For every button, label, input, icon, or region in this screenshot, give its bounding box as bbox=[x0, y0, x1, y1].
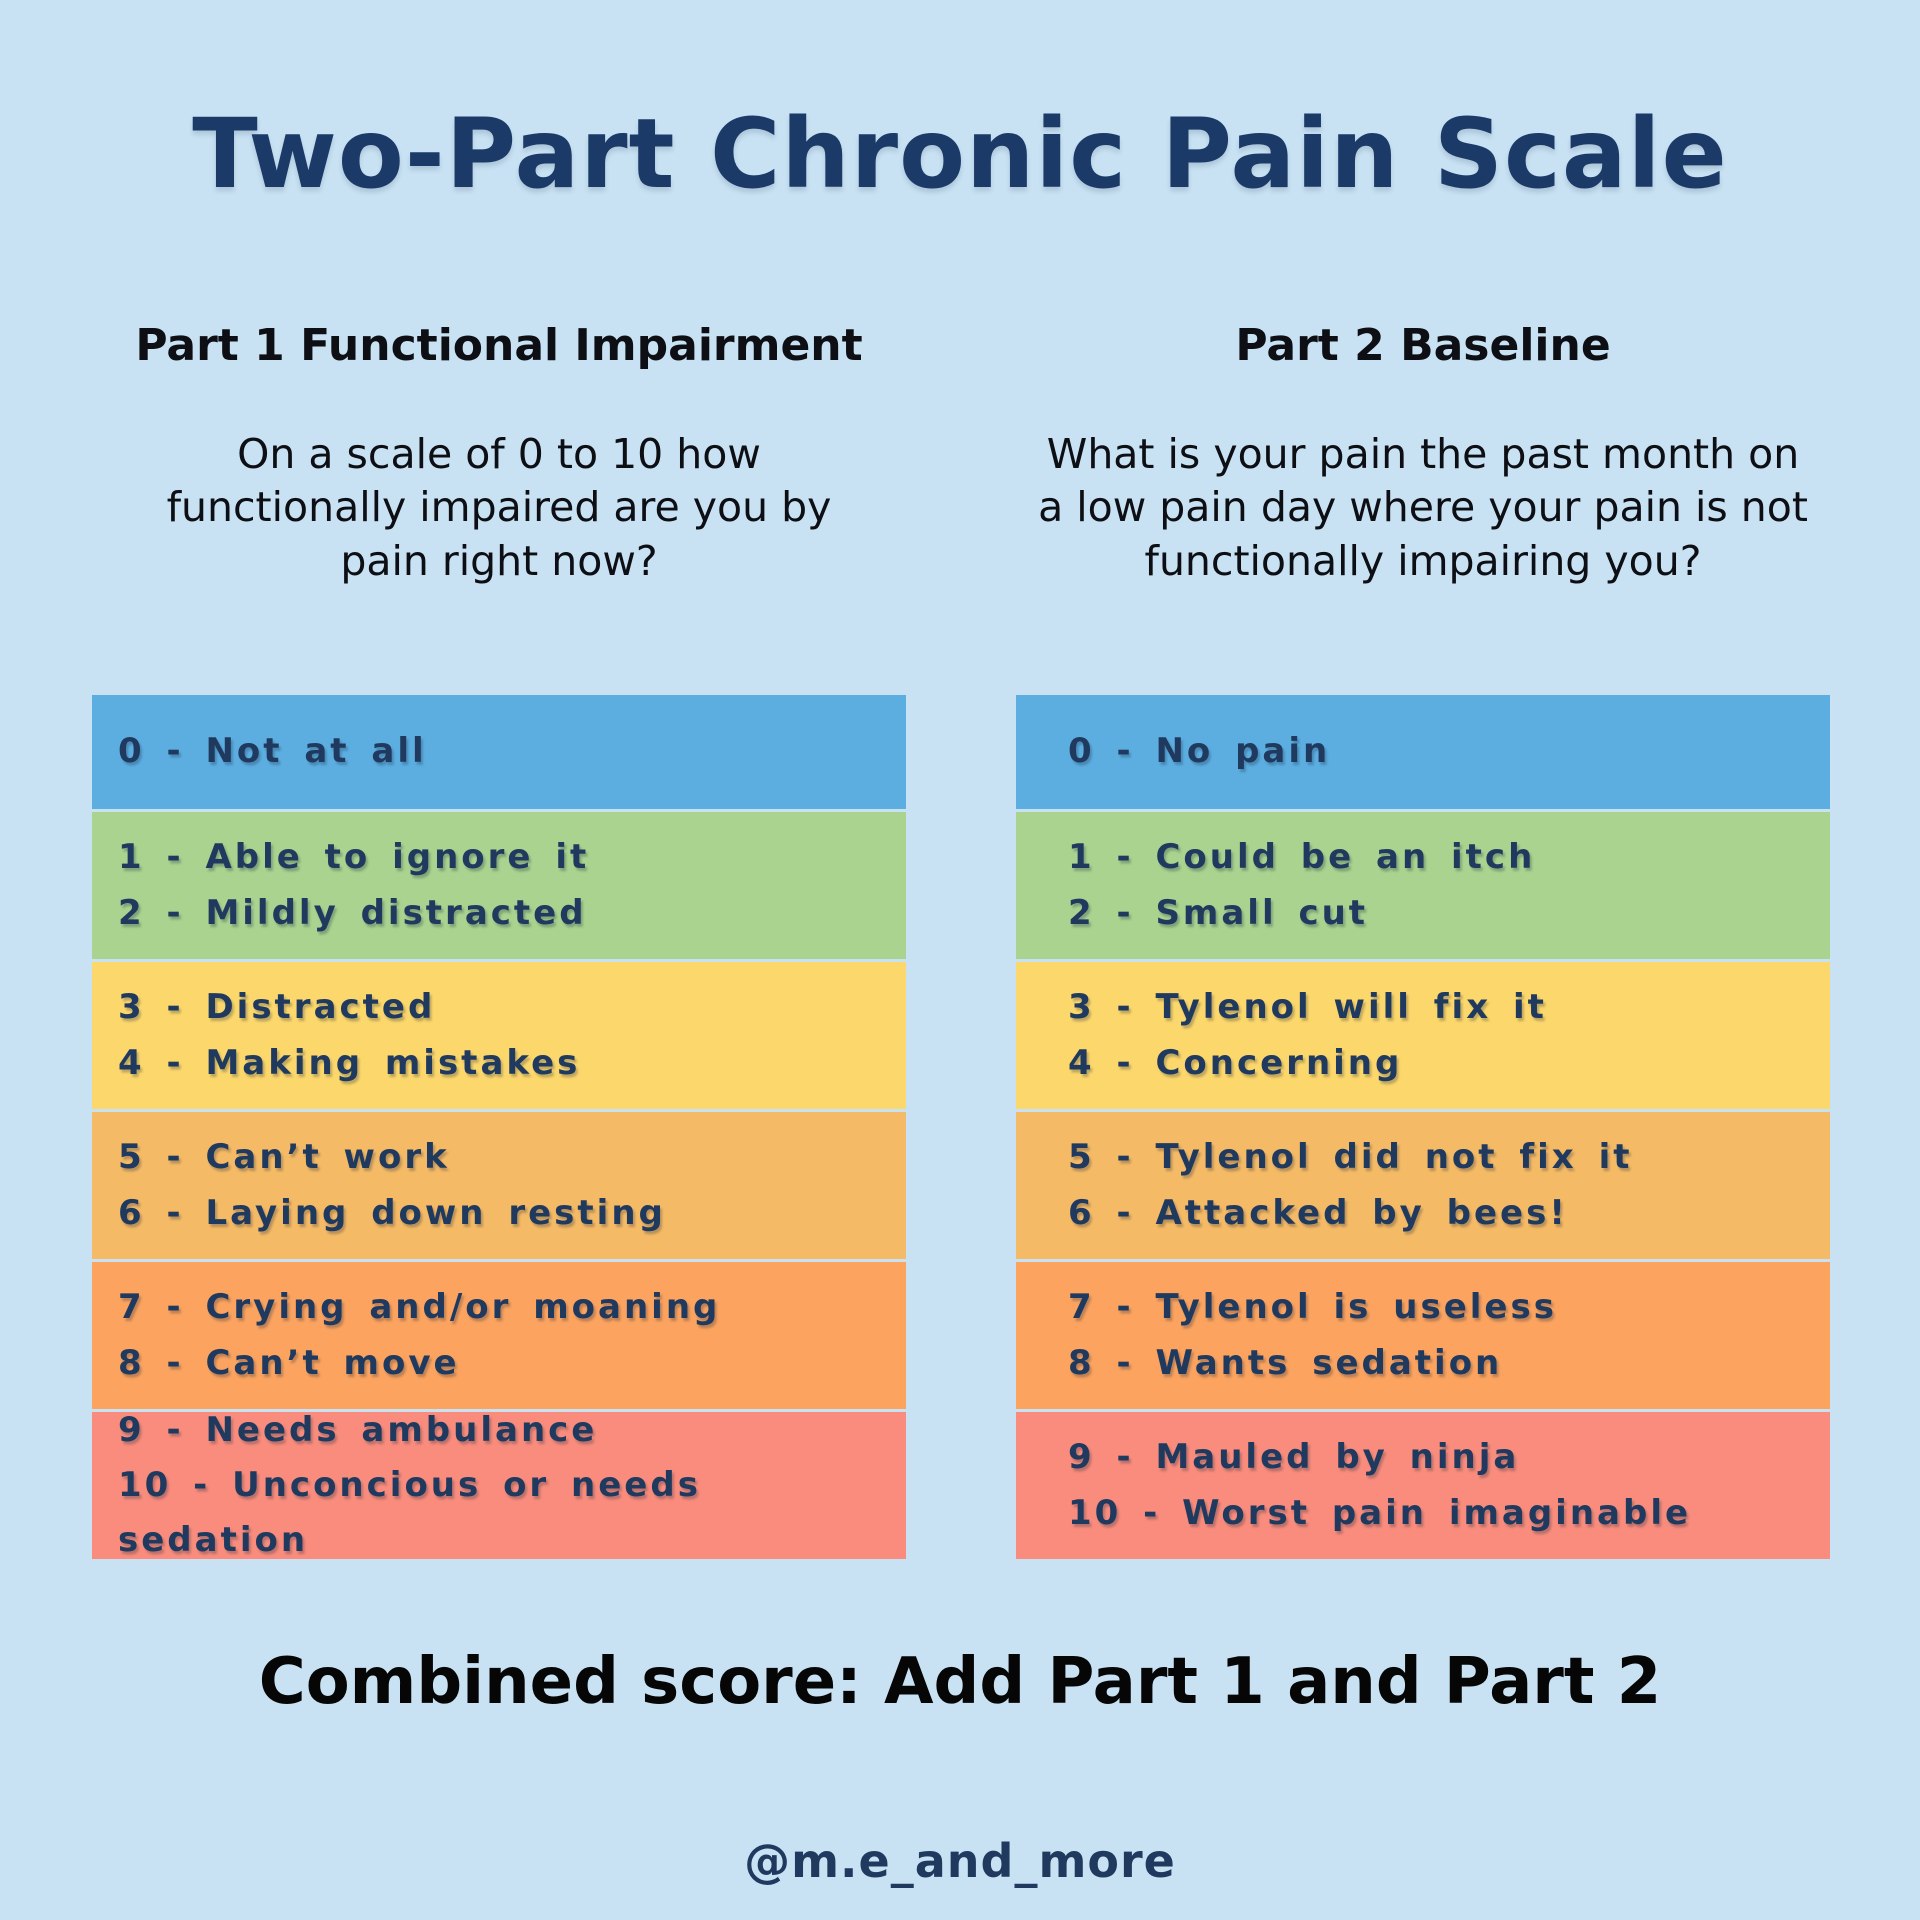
part2-band-3-4: 3 - Tylenol will fix it 4 - Concerning bbox=[1016, 962, 1830, 1109]
part1-band-1-2: 1 - Able to ignore it 2 - Mildly distrac… bbox=[92, 812, 906, 959]
part1-band-1-2-line-2: 2 - Mildly distracted bbox=[118, 892, 587, 933]
part2-band-5-6: 5 - Tylenol did not fix it 6 - Attacked … bbox=[1016, 1112, 1830, 1259]
part2-band-9-10-line-2: 10 - Worst pain imaginable bbox=[1068, 1492, 1692, 1533]
part1-header: Part 1 Functional Impairment bbox=[135, 320, 863, 371]
part1-band-3-4: 3 - Distracted 4 - Making mistakes bbox=[92, 962, 906, 1109]
part1-band-0-line-1: 0 - Not at all bbox=[118, 731, 427, 772]
part1-question: On a scale of 0 to 10 how functionally i… bbox=[166, 430, 832, 585]
part2-band-1-2-line-1: 1 - Could be an itch bbox=[1068, 837, 1536, 878]
part2-band-7-8-line-2: 8 - Wants sedation bbox=[1068, 1342, 1503, 1383]
part2-band-7-8: 7 - Tylenol is useless 8 - Wants sedatio… bbox=[1016, 1262, 1830, 1409]
part1-band-5-6: 5 - Can’t work 6 - Laying down resting bbox=[92, 1112, 906, 1259]
part2-band-5-6-line-2: 6 - Attacked by bees! bbox=[1068, 1192, 1568, 1233]
part2-band-5-6-line-1: 5 - Tylenol did not fix it bbox=[1068, 1137, 1633, 1178]
part1-band-9-10-line-2: 10 - Unconcious or needs sedation bbox=[118, 1464, 701, 1561]
part1-band-0: 0 - Not at all bbox=[92, 695, 906, 809]
page-title: Two-Part Chronic Pain Scale bbox=[192, 98, 1728, 210]
part2-question: What is your pain the past month on a lo… bbox=[1038, 430, 1808, 585]
part2-band-0-line-1: 0 - No pain bbox=[1068, 731, 1331, 772]
part2-header: Part 2 Baseline bbox=[1235, 320, 1611, 371]
part1-band-3-4-line-1: 3 - Distracted bbox=[118, 987, 436, 1028]
part1-band-5-6-line-1: 5 - Can’t work bbox=[118, 1137, 450, 1178]
part2-band-0: 0 - No pain bbox=[1016, 695, 1830, 809]
part2-band-3-4-line-2: 4 - Concerning bbox=[1068, 1042, 1403, 1083]
combined-score-instruction: Combined score: Add Part 1 and Part 2 bbox=[258, 1645, 1662, 1719]
part2-scale: 0 - No pain 1 - Could be an itch 2 - Sma… bbox=[1016, 695, 1830, 1559]
social-handle: @m.e_and_more bbox=[744, 1834, 1176, 1888]
part1-band-7-8-line-1: 7 - Crying and/or moaning bbox=[118, 1287, 721, 1328]
part1-band-9-10-line-1: 9 - Needs ambulance bbox=[118, 1409, 598, 1450]
part1-band-9-10: 9 - Needs ambulance 10 - Unconcious or n… bbox=[92, 1410, 906, 1560]
part1-band-3-4-line-2: 4 - Making mistakes bbox=[118, 1042, 581, 1083]
part2-band-7-8-line-1: 7 - Tylenol is useless bbox=[1068, 1287, 1557, 1328]
part2-band-1-2: 1 - Could be an itch 2 - Small cut bbox=[1016, 812, 1830, 959]
part1-band-7-8-line-2: 8 - Can’t move bbox=[118, 1342, 460, 1383]
part2-band-3-4-line-1: 3 - Tylenol will fix it bbox=[1068, 987, 1547, 1028]
part1-band-5-6-line-2: 6 - Laying down resting bbox=[118, 1192, 666, 1233]
part2-band-9-10: 9 - Mauled by ninja 10 - Worst pain imag… bbox=[1016, 1412, 1830, 1559]
part2-band-9-10-line-1: 9 - Mauled by ninja bbox=[1068, 1437, 1520, 1478]
part2-band-1-2-line-2: 2 - Small cut bbox=[1068, 892, 1369, 933]
part1-band-1-2-line-1: 1 - Able to ignore it bbox=[118, 837, 590, 878]
part1-band-7-8: 7 - Crying and/or moaning 8 - Can’t move bbox=[92, 1262, 906, 1409]
part1-scale: 0 - Not at all 1 - Able to ignore it 2 -… bbox=[92, 695, 906, 1560]
